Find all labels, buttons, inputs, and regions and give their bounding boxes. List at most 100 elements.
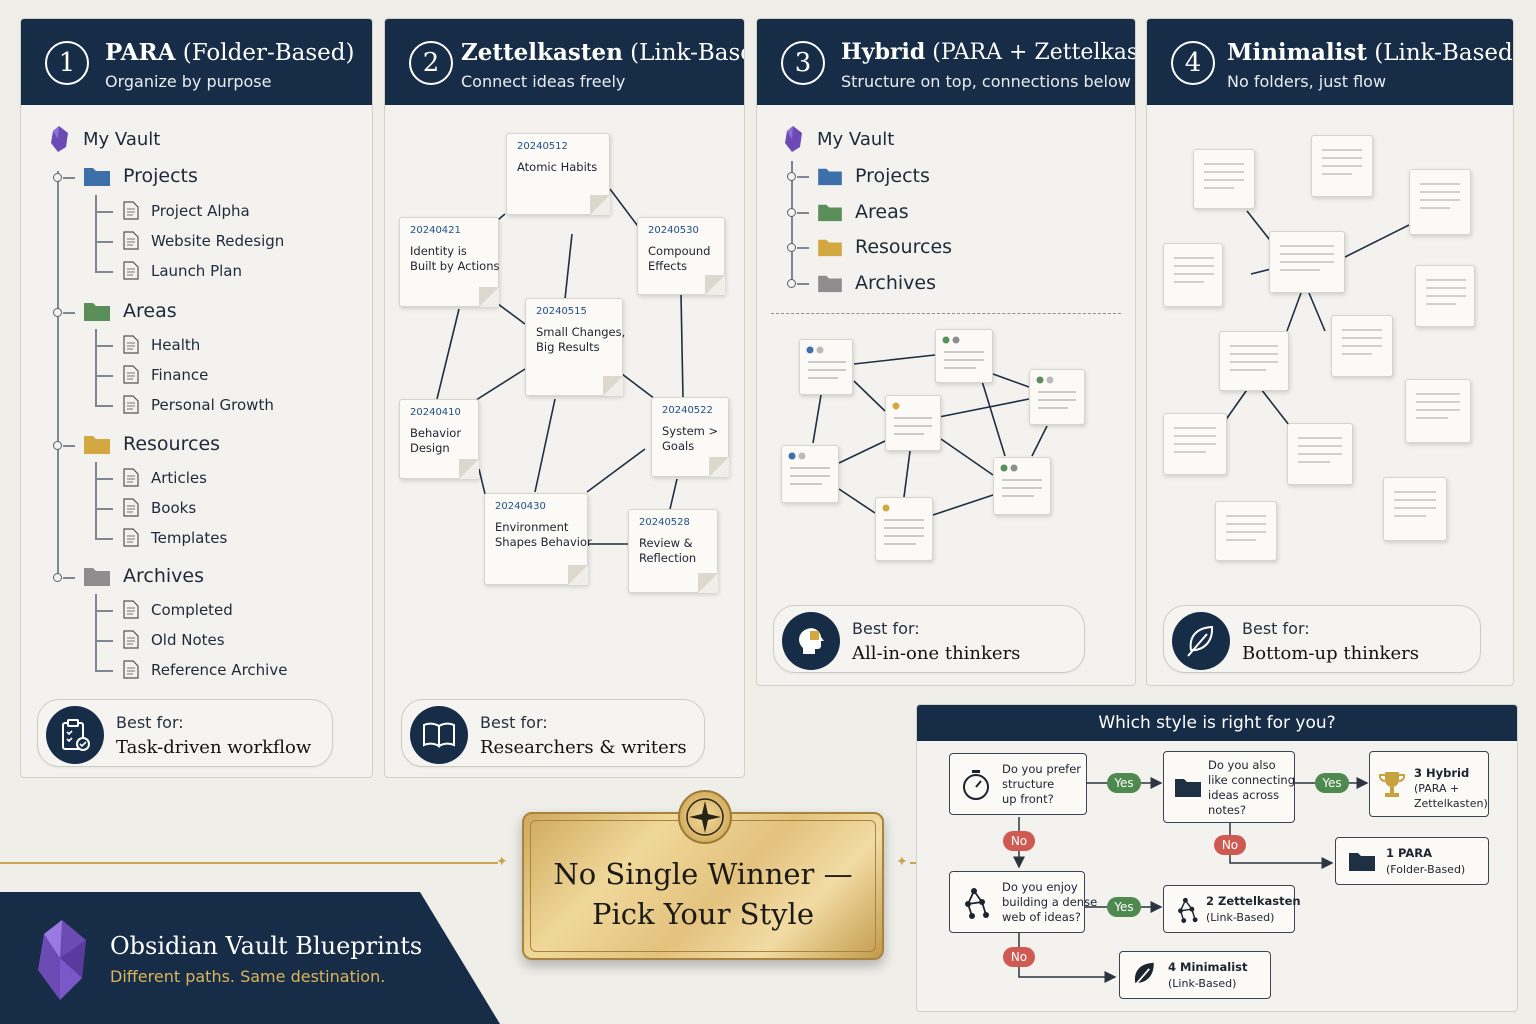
result-hybrid[interactable]: 3 Hybrid (PARA + Zettelkasten) — [1369, 751, 1489, 817]
tree-trunk — [57, 171, 59, 576]
yes-pill: Yes — [1107, 897, 1141, 917]
note-id: 20240421 — [410, 225, 461, 236]
note-card[interactable] — [1311, 135, 1373, 197]
file-item[interactable]: Finance — [123, 365, 208, 384]
file-label: Finance — [151, 365, 209, 384]
folder-archives[interactable]: Archives — [817, 272, 936, 294]
note-card[interactable] — [1163, 243, 1223, 307]
tree-node — [53, 308, 62, 317]
obsidian-gem-icon — [785, 126, 802, 152]
note-link-lines — [436, 188, 684, 545]
panel-minimalist: 4 Minimalist (Link-Based) No folders, ju… — [1146, 18, 1514, 686]
folder-projects[interactable]: Projects — [817, 165, 930, 187]
leaf-icon — [1172, 612, 1230, 670]
tree-branch — [63, 312, 75, 314]
note-card[interactable] — [1415, 265, 1475, 327]
panel-number: 3 — [781, 41, 825, 85]
file-item[interactable]: Completed — [123, 600, 233, 619]
note-card[interactable] — [781, 445, 839, 503]
folder-icon — [1175, 779, 1201, 797]
open-book-icon — [410, 706, 468, 764]
note-id: 20240430 — [495, 501, 546, 512]
note-card[interactable] — [1331, 315, 1393, 377]
result-minimalist[interactable]: 4 Minimalist (Link-Based) — [1119, 951, 1271, 999]
note-card[interactable] — [1287, 423, 1353, 485]
note-title: Small Changes, Big Results — [536, 325, 626, 354]
compass-star-icon — [686, 798, 724, 836]
note-card[interactable] — [1383, 477, 1447, 541]
note-card[interactable] — [1405, 379, 1471, 443]
note-card[interactable] — [993, 457, 1051, 515]
file-label: Reference Archive — [151, 660, 288, 679]
file-item[interactable]: Personal Growth — [123, 395, 274, 414]
file-label: Articles — [151, 468, 207, 487]
folder-resources[interactable]: Resources — [817, 236, 952, 258]
folder-label: Areas — [123, 300, 177, 322]
folder-areas[interactable]: Areas — [817, 201, 909, 223]
file-item[interactable]: Website Redesign — [123, 231, 284, 250]
note-card[interactable] — [1269, 231, 1345, 293]
file-item[interactable]: Health — [123, 335, 200, 354]
result-label: 4 Minimalist — [1168, 960, 1248, 974]
file-label: Templates — [151, 528, 228, 547]
folder-label: Projects — [855, 165, 930, 187]
note-card[interactable] — [875, 497, 933, 561]
note-card[interactable] — [799, 339, 853, 395]
folder-resources[interactable]: Resources — [83, 433, 220, 455]
trophy-icon — [1378, 772, 1406, 797]
note-card[interactable] — [1193, 149, 1255, 209]
folder-icon — [84, 168, 110, 186]
file-item[interactable]: Books — [123, 498, 196, 517]
document-icon — [123, 201, 139, 220]
question-text: Do you also like connecting ideas across… — [1208, 758, 1295, 817]
file-item[interactable]: Reference Archive — [123, 660, 287, 679]
file-item[interactable]: Old Notes — [123, 630, 225, 649]
tree-trunk — [791, 161, 793, 283]
file-item[interactable]: Project Alpha — [123, 201, 250, 220]
note-card[interactable] — [1163, 413, 1227, 475]
panel-para: 1 PARA (Folder-Based) Organize by purpos… — [20, 18, 373, 778]
vault-root[interactable]: My Vault — [781, 125, 894, 153]
question-connecting: Do you also like connecting ideas across… — [1163, 751, 1295, 823]
folder-archives[interactable]: Archives — [83, 565, 204, 587]
result-zettelkasten[interactable]: 2 Zettelkasten (Link-Based) — [1163, 885, 1301, 933]
panel-number: 4 — [1171, 41, 1215, 85]
file-item[interactable]: Launch Plan — [123, 261, 242, 280]
question-text: Do you prefer structure up front? — [1002, 762, 1082, 806]
file-item[interactable]: Articles — [123, 468, 207, 487]
brand-banner: Obsidian Vault Blueprints Different path… — [0, 892, 500, 1024]
result-sublabel: (PARA + Zettelkasten) — [1414, 782, 1488, 810]
panel-hybrid: 3 Hybrid (PARA + Zettelkasten) Structure… — [756, 18, 1136, 686]
best-for-value: Bottom-up thinkers — [1242, 643, 1419, 664]
note-card[interactable] — [1219, 331, 1289, 391]
note-card[interactable] — [885, 395, 941, 451]
note-card[interactable] — [1215, 501, 1277, 561]
folder-label: Archives — [855, 272, 936, 294]
panel-title: Minimalist (Link-Based) — [1227, 39, 1513, 66]
file-label: Health — [151, 335, 201, 354]
panel-number: 1 — [45, 41, 89, 85]
note-id: 20240515 — [536, 306, 587, 317]
document-icon — [123, 498, 139, 517]
note-card[interactable] — [1409, 169, 1471, 235]
tree-branch — [63, 577, 75, 579]
document-icon — [123, 660, 139, 679]
result-para[interactable]: 1 PARA (Folder-Based) — [1335, 837, 1489, 885]
panel-subtitle: Connect ideas freely — [461, 72, 626, 91]
note-card[interactable] — [935, 329, 993, 383]
vault-root[interactable]: My Vault — [47, 125, 160, 153]
folder-areas[interactable]: Areas — [83, 300, 177, 322]
folder-projects[interactable]: Projects — [83, 165, 198, 187]
folder-icon — [818, 168, 842, 186]
note-card[interactable] — [1029, 369, 1085, 425]
file-label: Personal Growth — [151, 395, 274, 414]
file-item[interactable]: Templates — [123, 528, 227, 547]
